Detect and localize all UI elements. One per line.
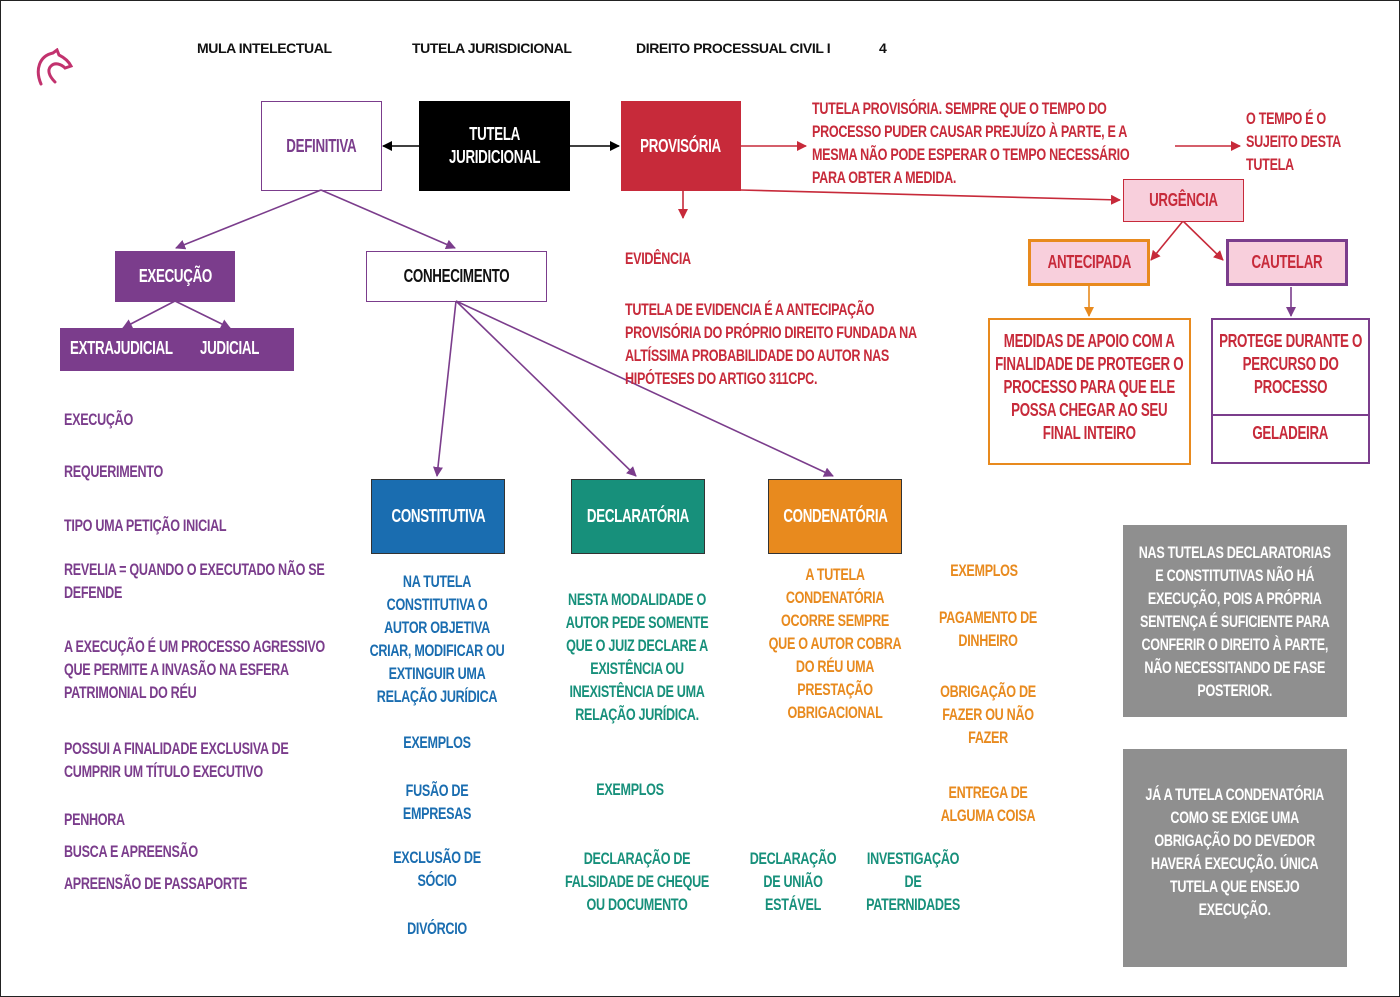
- arrow-execucao-extrajudicial: [122, 300, 176, 329]
- node-conhecimento: CONHECIMENTO: [366, 251, 547, 302]
- provisoria-description: TUTELA PROVISÓRIA. SEMPRE QUE O TEMPO DO…: [812, 99, 1130, 187]
- condenatoria-example: OBRIGAÇÃO DE FAZER OU NÃO FAZER: [940, 682, 1036, 747]
- evidencia-label: EVIDÊNCIA: [625, 249, 691, 268]
- execucao-note: EXECUÇÃO: [64, 410, 133, 429]
- condenatoria-example: ENTREGA DE ALGUMA COISA: [940, 783, 1036, 825]
- arrow-provisoria-urgencia: [739, 189, 1121, 205]
- node-antecipada: ANTECIPADA: [1028, 239, 1150, 286]
- execucao-note: REQUERIMENTO: [64, 462, 163, 481]
- cautelar-panel: PROTEGE DURANTE O PERCURSO DO PROCESSO G…: [1211, 318, 1370, 464]
- arrow-definitiva-conhecimento: [320, 189, 456, 250]
- constitutiva-description: NA TUTELA CONSTITUTIVA O AUTOR OBJETIVA …: [369, 572, 505, 706]
- horse-head-icon: [36, 48, 74, 86]
- antecipada-description: MEDIDAS DE APOIO COM A FINALIDADE DE PRO…: [995, 331, 1184, 443]
- node-execucao: EXECUÇÃO: [115, 251, 235, 302]
- condenatoria-example: PAGAMENTO DE DINHEIRO: [938, 608, 1038, 650]
- node-cautelar: CAUTELAR: [1226, 239, 1348, 286]
- cautelar-description-cell: PROTEGE DURANTE O PERCURSO DO PROCESSO: [1213, 320, 1368, 416]
- node-provisoria: PROVISÓRIA: [621, 101, 741, 191]
- brand-name: MULA INTELECTUAL: [197, 40, 332, 56]
- node-declaratoria: DECLARATÓRIA: [571, 479, 705, 554]
- header-topic: TUTELA JURISDICIONAL: [412, 40, 572, 56]
- node-provisoria-label: PROVISÓRIA: [640, 135, 722, 156]
- header-subject: DIREITO PROCESSUAL CIVIL I: [636, 40, 831, 56]
- page-number: 4: [879, 40, 887, 56]
- node-tutela-jurisdicional: TUTELA JURIDICIONAL: [419, 101, 570, 191]
- antecipada-panel: MEDIDAS DE APOIO COM A FINALIDADE DE PRO…: [988, 318, 1191, 465]
- condenatoria-examples-label: EXEMPLOS: [950, 561, 1018, 580]
- declaratoria-example: DECLARAÇÃO DE FALSIDADE DE CHEQUE OU DOC…: [565, 849, 709, 914]
- arrow-urgencia-antecipada: [1150, 220, 1184, 261]
- condenatoria-description: A TUTELA CONDENATÓRIA OCORRE SEMPRE QUE …: [768, 565, 902, 722]
- declaratoria-example: DECLARAÇÃO DE UNIÃO ESTÁVEL: [749, 849, 837, 914]
- node-condenatoria-label: CONDENATÓRIA: [782, 506, 888, 526]
- arrow-definitiva-execucao: [175, 189, 322, 250]
- execucao-types: EXTRAJUDICIAL JUDICIAL: [60, 328, 294, 371]
- arrow-conhecimento-constitutiva: [433, 300, 457, 477]
- node-conhecimento-label: CONHECIMENTO: [403, 266, 510, 286]
- note-condenatoria: JÁ A TUTELA CONDENATÓRIA COMO SE EXIGE U…: [1145, 785, 1325, 919]
- node-definitiva: DEFINITIVA: [261, 101, 382, 191]
- cautelar-example-cell: GELADEIRA: [1213, 418, 1368, 448]
- constitutiva-example: DIVÓRCIO: [407, 919, 467, 938]
- node-urgencia-label: URGÊNCIA: [1149, 190, 1218, 210]
- cautelar-example: GELADEIRA: [1252, 422, 1329, 443]
- execucao-note: TIPO UMA PETIÇÃO INICIAL: [64, 516, 227, 535]
- constitutiva-examples-label: EXEMPLOS: [403, 733, 471, 752]
- execucao-note: REVELIA = QUANDO O EXECUTADO NÃO SE DEFE…: [64, 560, 325, 602]
- cautelar-description: PROTEGE DURANTE O PERCURSO DO PROCESSO: [1219, 331, 1362, 397]
- execucao-note: PENHORA: [64, 810, 125, 829]
- node-definitiva-label: DEFINITIVA: [286, 135, 357, 156]
- node-constitutiva-label: CONSTITUTIVA: [391, 506, 485, 526]
- execucao-note: BUSCA E APREENSÃO: [64, 842, 198, 861]
- node-condenatoria: CONDENATÓRIA: [768, 479, 902, 554]
- node-cautelar-label: CAUTELAR: [1251, 252, 1323, 272]
- node-judicial: JUDICIAL: [200, 338, 260, 358]
- declaratoria-examples-label: EXEMPLOS: [596, 780, 664, 799]
- node-extrajudicial: EXTRAJUDICIAL: [70, 338, 173, 358]
- constitutiva-example: FUSÃO DE EMPRESAS: [402, 781, 472, 823]
- arrow-execucao-judicial: [174, 300, 231, 329]
- execucao-note: APREENSÃO DE PASSAPORTE: [64, 874, 248, 893]
- declaratoria-example: INVESTIGAÇÃO DE PATERNIDADES: [866, 849, 960, 914]
- execucao-note: A EXECUÇÃO É UM PROCESSO AGRESSIVO QUE P…: [64, 637, 325, 702]
- constitutiva-example: EXCLUSÃO DE SÓCIO: [393, 848, 481, 890]
- node-declaratoria-label: DECLARATÓRIA: [586, 506, 690, 526]
- declaratoria-description: NESTA MODALIDADE O AUTOR PEDE SOMENTE QU…: [565, 590, 709, 724]
- node-urgencia: URGÊNCIA: [1123, 179, 1244, 222]
- arrow-conhecimento-declaratoria: [455, 300, 637, 477]
- arrow-conhecimento-condenatoria: [455, 300, 834, 477]
- node-tutela-jurisdicional-label: TUTELA JURIDICIONAL: [448, 124, 541, 167]
- execucao-note: POSSUI A FINALIDADE EXCLUSIVA DE CUMPRIR…: [64, 739, 289, 781]
- evidencia-description: TUTELA DE EVIDENCIA É A ANTECIPAÇÃO PROV…: [625, 300, 917, 388]
- note-condenatoria-box: JÁ A TUTELA CONDENATÓRIA COMO SE EXIGE U…: [1123, 749, 1347, 967]
- node-antecipada-label: ANTECIPADA: [1047, 252, 1131, 272]
- tempo-note: O TEMPO É O SUJEITO DESTA TUTELA: [1246, 109, 1341, 174]
- node-execucao-label: EXECUÇÃO: [138, 266, 212, 286]
- arrow-urgencia-cautelar: [1182, 220, 1224, 261]
- note-declaratorias-constitutivas: NAS TUTELAS DECLARATORIAS E CONSTITUTIVA…: [1138, 542, 1332, 700]
- note-declaratorias-box: NAS TUTELAS DECLARATORIAS E CONSTITUTIVA…: [1123, 525, 1347, 717]
- node-constitutiva: CONSTITUTIVA: [371, 479, 505, 554]
